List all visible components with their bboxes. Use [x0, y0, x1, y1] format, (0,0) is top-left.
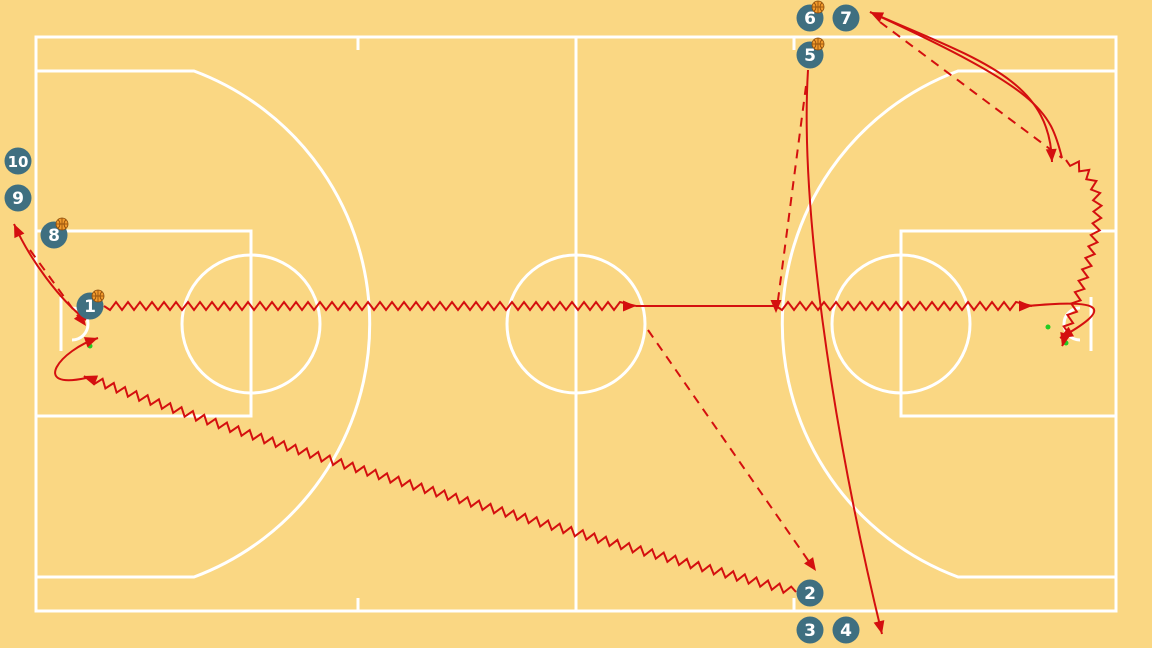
player-number: 4 — [840, 621, 852, 641]
player-4: 4 — [832, 616, 860, 644]
dribble-line-4 — [1061, 159, 1104, 347]
cut-line-3 — [805, 69, 883, 635]
player-9: 9 — [4, 184, 32, 212]
basketball-icon — [811, 0, 825, 14]
left-key — [34, 229, 253, 418]
arrow-head — [804, 557, 816, 571]
basketball-icon — [55, 217, 69, 231]
arrow-head — [1045, 148, 1057, 162]
arrow-head — [14, 224, 25, 239]
player-number: 3 — [804, 621, 816, 641]
cut-line-6 — [869, 11, 1053, 163]
player-disc — [796, 579, 824, 607]
left-free-throw-circle — [180, 253, 322, 395]
player-number: 2 — [804, 584, 816, 604]
cut-line-4 — [1027, 302, 1096, 339]
player-number: 7 — [840, 9, 852, 29]
players: 1 2 3 4 5 6 7 8 — [4, 4, 860, 644]
player-disc — [4, 147, 32, 175]
arrow-head — [623, 300, 636, 312]
player-number: 6 — [804, 9, 816, 29]
player-disc — [4, 184, 32, 212]
right-restricted-arc — [1062, 306, 1081, 342]
dribble-line-3 — [83, 375, 797, 595]
pass-line — [879, 21, 1063, 159]
cone-marker — [1045, 324, 1051, 330]
arrow-head — [83, 337, 98, 348]
player-2: 2 — [796, 579, 824, 607]
arrow-head — [84, 375, 99, 386]
center-circle — [505, 253, 647, 395]
player-3: 3 — [796, 616, 824, 644]
left-three-point-line — [36, 69, 372, 579]
basketball-icon — [811, 37, 825, 51]
basketballs — [55, 0, 825, 303]
arrow-head — [1060, 331, 1071, 346]
cut-line-1 — [54, 337, 99, 382]
player-7: 7 — [832, 4, 860, 32]
right-free-throw-circle — [830, 253, 972, 395]
pass-line — [29, 249, 79, 317]
player-number: 9 — [12, 189, 24, 209]
player-number: 8 — [48, 226, 60, 246]
player-disc — [832, 616, 860, 644]
cut-line-2 — [13, 223, 87, 321]
player-number: 5 — [804, 46, 816, 66]
dribble-line-2 — [775, 300, 1033, 312]
player-number: 10 — [8, 153, 29, 171]
pass-line — [777, 85, 807, 301]
arrow-head — [873, 620, 885, 634]
dribble-line-1 — [103, 300, 637, 312]
player-number: 1 — [84, 297, 96, 317]
player-disc — [796, 616, 824, 644]
player-10: 10 — [4, 147, 32, 175]
arrow-head — [770, 300, 782, 313]
player-disc — [832, 4, 860, 32]
cut-line-5 — [869, 11, 1063, 159]
play-actions — [13, 11, 1104, 635]
right-three-point-line — [780, 69, 1116, 579]
court-lines — [34, 35, 1118, 613]
basketball-icon — [91, 289, 105, 303]
arrow-head — [1019, 300, 1032, 312]
right-key — [899, 229, 1118, 418]
